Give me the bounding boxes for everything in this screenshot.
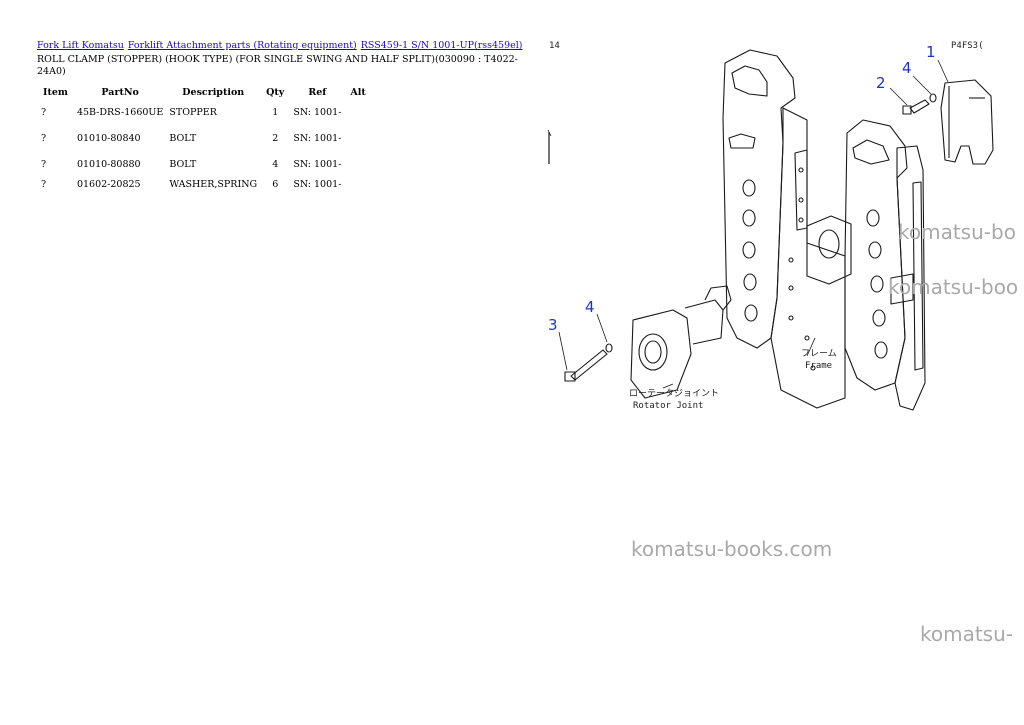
cell-description: STOPPER bbox=[169, 107, 217, 118]
cell-description: BOLT bbox=[169, 159, 197, 170]
rotator-label-jp: ローテータジョイント bbox=[629, 388, 719, 399]
rotator-label-en: Rotator Joint bbox=[633, 401, 703, 411]
column-header-partno: PartNo bbox=[101, 86, 139, 98]
cell-description: WASHER,SPRING bbox=[169, 179, 258, 190]
breadcrumb-link-attachment[interactable]: Forklift Attachment parts (Rotating equi… bbox=[127, 40, 357, 51]
cell-ref: SN: 1001- bbox=[293, 159, 342, 170]
figure-corner-code: P4FS3( bbox=[951, 41, 984, 51]
parts-table: Item PartNo Description Qty Ref Alt ? 45… bbox=[37, 83, 372, 200]
callout-1: 1 bbox=[926, 43, 936, 61]
cell-qty: 2 bbox=[272, 133, 279, 144]
table-row: ? 45B-DRS-1660UE STOPPER 1 SN: 1001- bbox=[37, 107, 372, 133]
cell-alt bbox=[344, 159, 371, 179]
cell-ref: SN: 1001- bbox=[293, 133, 342, 144]
cell-ref: SN: 1001- bbox=[293, 179, 342, 190]
breadcrumb-link-model[interactable]: RSS459-1 S/N 1001-UP(rss459el) bbox=[360, 40, 523, 51]
cell-part-no: 01010-80880 bbox=[76, 159, 141, 170]
cell-qty: 6 bbox=[272, 179, 279, 190]
callout-4-upper: 4 bbox=[902, 59, 912, 77]
watermark-text: komatsu-boo bbox=[888, 275, 1019, 299]
cell-item: ? bbox=[41, 133, 47, 144]
callout-2: 2 bbox=[876, 74, 886, 92]
table-row: ? 01010-80840 BOLT 2 SN: 1001- bbox=[37, 133, 372, 159]
parts-diagram: 14 P4FS3( 1 2 4 4 3 フレーム Frame ローテータジョイン… bbox=[547, 41, 994, 411]
callout-3: 3 bbox=[548, 316, 558, 334]
frame-label-jp: フレーム bbox=[801, 348, 837, 359]
cell-part-no: 01010-80840 bbox=[76, 133, 141, 144]
cell-part-no: 45B-DRS-1660UE bbox=[76, 107, 164, 118]
callout-4-lower: 4 bbox=[585, 298, 595, 316]
figure-corner-mark: 14 bbox=[549, 41, 560, 51]
cell-qty: 4 bbox=[272, 159, 279, 170]
table-row: ? 01010-80880 BOLT 4 SN: 1001- bbox=[37, 159, 372, 179]
cell-description: BOLT bbox=[169, 133, 197, 144]
watermark-text: komatsu-books.com bbox=[631, 537, 833, 561]
cell-item: ? bbox=[41, 107, 47, 118]
column-header-description: Description bbox=[182, 86, 245, 98]
table-row: ? 01602-20825 WASHER,SPRING 6 SN: 1001- bbox=[37, 179, 372, 199]
page-title: ROLL CLAMP (STOPPER) (HOOK TYPE) (FOR SI… bbox=[37, 53, 518, 78]
cell-qty: 1 bbox=[272, 107, 279, 118]
table-header-row: Item PartNo Description Qty Ref Alt bbox=[37, 83, 372, 108]
cell-alt bbox=[344, 179, 371, 199]
cell-alt bbox=[344, 133, 371, 159]
watermark-text: komatsu- bbox=[920, 622, 1013, 646]
column-header-alt: Alt bbox=[350, 86, 366, 98]
column-header-qty: Qty bbox=[266, 86, 285, 98]
cell-part-no: 01602-20825 bbox=[76, 179, 141, 190]
watermark-text: komatsu-bo bbox=[898, 220, 1016, 244]
column-header-ref: Ref bbox=[308, 86, 327, 98]
cell-item: ? bbox=[41, 159, 47, 170]
frame-label-en: Frame bbox=[805, 361, 832, 371]
breadcrumb-link-fork-lift[interactable]: Fork Lift Komatsu bbox=[37, 40, 124, 51]
column-header-item: Item bbox=[43, 86, 68, 98]
cell-item: ? bbox=[41, 179, 47, 190]
cell-alt bbox=[344, 107, 371, 133]
cell-ref: SN: 1001- bbox=[293, 107, 342, 118]
